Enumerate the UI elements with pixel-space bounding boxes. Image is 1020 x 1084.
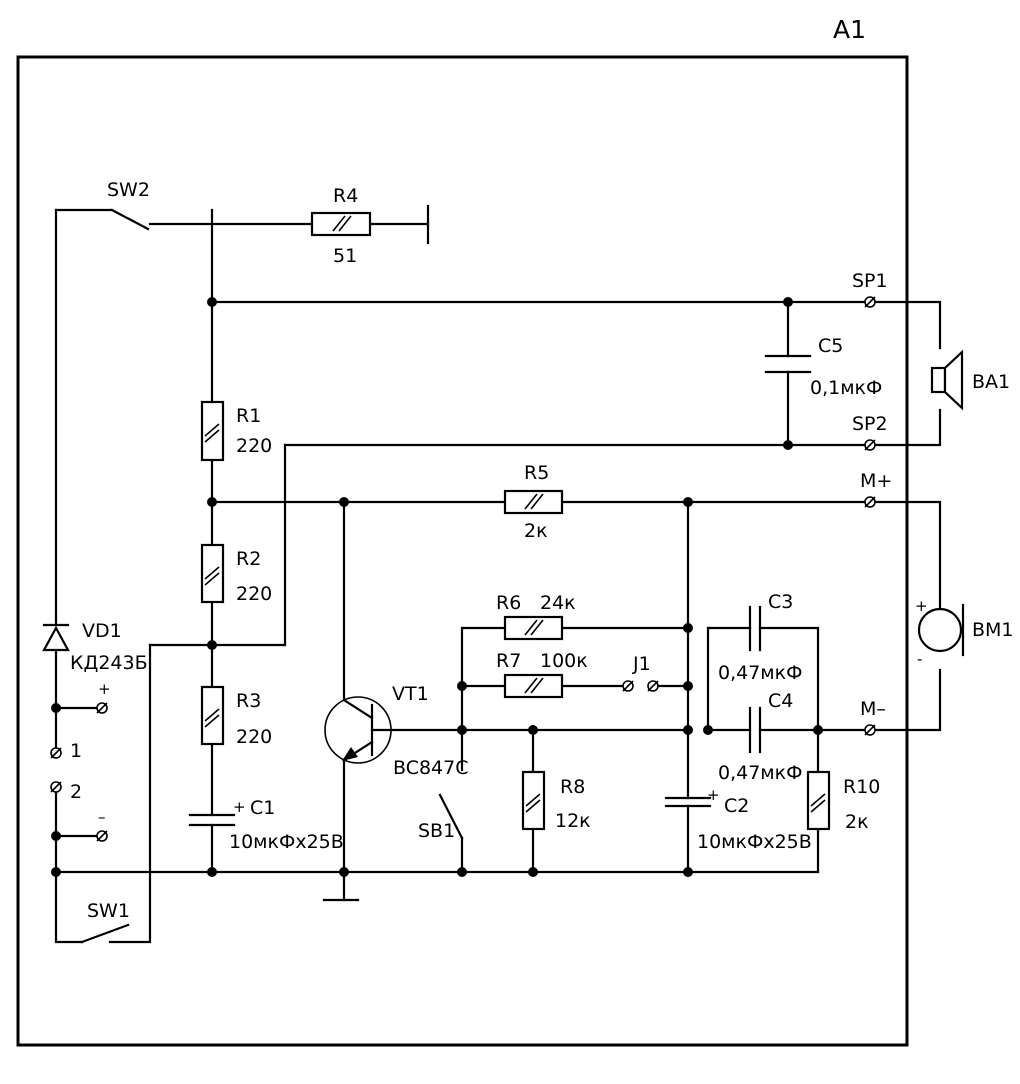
sp1-label: SP1 — [852, 270, 888, 292]
sb1-label: SB1 — [418, 820, 455, 842]
microphone-bm1: + - BM1 — [915, 597, 1014, 668]
r8-ref: R8 — [560, 776, 585, 798]
terminal-1: 1 — [50, 740, 82, 762]
c3-ref: C3 — [768, 591, 793, 613]
terminal-plus-sign: + — [98, 680, 111, 698]
r4-ref: R4 — [333, 185, 358, 207]
c1-plus: + — [233, 798, 246, 816]
r6-ref: R6 — [496, 592, 521, 614]
capacitor-c3: C3 0,47мкФ — [718, 591, 802, 684]
r3-ref: R3 — [236, 690, 261, 712]
c1-ref: C1 — [250, 797, 275, 819]
sw1-switch: SW1 — [80, 900, 130, 944]
c2-ref: C2 — [724, 795, 749, 817]
c2-value: 10мкФх25В — [697, 831, 812, 853]
r4-value: 51 — [333, 245, 357, 267]
resistor-r8: R8 12к — [521, 770, 591, 832]
c4-value: 0,47мкФ — [718, 762, 802, 784]
block-label: A1 — [833, 15, 866, 44]
block-frame — [16, 55, 909, 1047]
sw2-label: SW2 — [107, 179, 150, 201]
sw2-switch: SW2 — [107, 179, 150, 231]
c5-ref: C5 — [818, 335, 843, 357]
capacitor-c5: C5 0,1мкФ — [764, 335, 882, 399]
terminal-m-plus: M+ — [860, 470, 892, 508]
resistor-r10: R10 2к — [806, 770, 880, 833]
terminal-2: 2 — [50, 781, 82, 803]
resistor-r7: R7 100к — [496, 650, 588, 699]
capacitor-c2: + C2 10мкФх25В — [664, 786, 812, 853]
r10-value: 2к — [845, 811, 869, 833]
ba1-label: BA1 — [972, 371, 1010, 393]
resistor-r1: R1 220 — [200, 400, 272, 462]
terminal-minus: – — [96, 808, 108, 842]
m-minus-label: M– — [860, 698, 886, 720]
terminal-m-minus: M– — [860, 698, 886, 736]
capacitor-c1: + C1 10мкФх25В — [188, 797, 344, 853]
capacitor-c4: C4 0,47мкФ — [718, 690, 802, 784]
resistor-r4: R4 51 — [310, 185, 430, 267]
r3-value: 220 — [236, 726, 272, 748]
transistor-vt1: VT1 BC847C — [324, 683, 469, 779]
bm1-label: BM1 — [972, 619, 1014, 641]
terminal-2-label: 2 — [70, 781, 82, 803]
resistor-r5: R5 2к — [503, 462, 564, 542]
r2-value: 220 — [236, 583, 272, 605]
vt1-value: BC847C — [393, 757, 469, 779]
vd1-value: КД243Б — [70, 652, 148, 674]
r2-ref: R2 — [236, 548, 261, 570]
terminal-minus-sign: – — [98, 808, 106, 826]
c2-plus: + — [707, 786, 720, 804]
resistor-r2: R2 220 — [200, 543, 272, 605]
r7-value: 100к — [540, 650, 588, 672]
speaker-ba1: BA1 — [930, 349, 1010, 411]
r8-value: 12к — [555, 810, 591, 832]
c4-ref: C4 — [768, 690, 793, 712]
terminal-sp2: SP2 — [852, 413, 888, 451]
terminal-plus: + — [96, 680, 111, 714]
sb1-switch: SB1 — [418, 793, 464, 842]
c1-value: 10мкФх25В — [229, 831, 344, 853]
bm1-minus: - — [917, 650, 922, 668]
sw1-label: SW1 — [87, 900, 130, 922]
r7-ref: R7 — [496, 650, 521, 672]
c5-value: 0,1мкФ — [810, 377, 882, 399]
vd1-ref: VD1 — [82, 620, 122, 642]
c3-value: 0,47мкФ — [718, 662, 802, 684]
sp2-label: SP2 — [852, 413, 888, 435]
bm1-plus: + — [915, 597, 928, 615]
resistor-r3: R3 220 — [200, 685, 272, 748]
terminal-j1: J1 — [622, 653, 659, 692]
vt1-ref: VT1 — [392, 683, 429, 705]
r5-value: 2к — [524, 520, 548, 542]
r1-value: 220 — [236, 435, 272, 457]
r6-value: 24к — [540, 592, 576, 614]
r1-ref: R1 — [236, 405, 261, 427]
m-plus-label: M+ — [860, 470, 892, 492]
diode-vd1: VD1 КД243Б — [42, 620, 148, 674]
r10-ref: R10 — [843, 776, 880, 798]
terminal-1-label: 1 — [70, 740, 82, 762]
junction-dots — [51, 297, 823, 877]
resistor-r6: R6 24к — [496, 592, 576, 641]
r5-ref: R5 — [524, 462, 549, 484]
j1-label: J1 — [632, 653, 651, 675]
terminal-sp1: SP1 — [852, 270, 888, 308]
